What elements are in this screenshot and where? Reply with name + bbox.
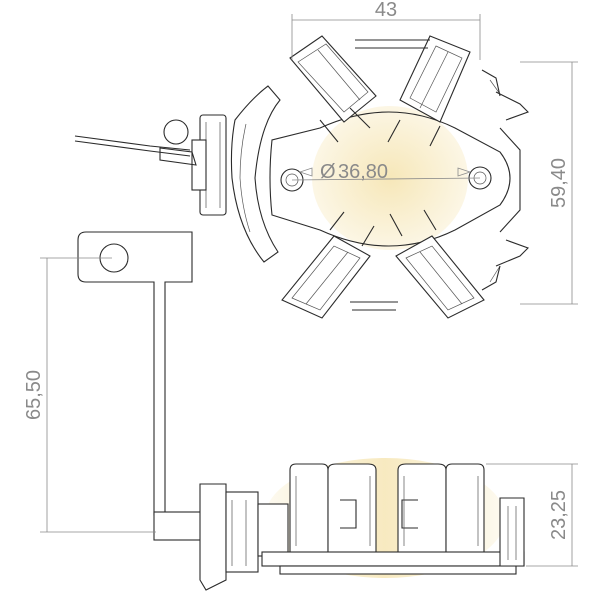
top-view bbox=[74, 35, 529, 319]
dimension-height-bottom-label: 23,25 bbox=[548, 490, 570, 540]
dimension-height-right: 59,40 bbox=[520, 61, 578, 305]
dimension-diameter: Ø 36,80 bbox=[298, 161, 472, 183]
diameter-symbol: Ø bbox=[320, 161, 336, 183]
brush-arm-bottom-left bbox=[281, 211, 375, 319]
side-brush-housing-left bbox=[289, 463, 377, 553]
right-spring-clip bbox=[481, 69, 529, 291]
central-plate bbox=[269, 111, 511, 247]
bottom-bridge bbox=[350, 301, 398, 311]
side-left-connector bbox=[199, 483, 289, 591]
side-brush-housing-right bbox=[397, 463, 485, 553]
dimension-height-left-label: 65,50 bbox=[23, 370, 45, 420]
left-terminal-block bbox=[191, 85, 281, 263]
dimension-diameter-label: 36,80 bbox=[338, 161, 388, 183]
brush-arm-top-right bbox=[387, 35, 471, 147]
brush-arm-bottom-right bbox=[389, 209, 485, 319]
side-right-clip bbox=[499, 497, 525, 567]
side-base-flange bbox=[279, 565, 517, 575]
brush-arm-top-left bbox=[289, 35, 377, 143]
dimension-height-left: 65,50 bbox=[23, 257, 156, 533]
hole-centerline bbox=[291, 177, 481, 181]
dimension-width-top-label: 43 bbox=[375, 0, 397, 21]
side-view bbox=[77, 231, 525, 591]
hub-highlight bbox=[312, 106, 468, 250]
dimension-height-bottom: 23,25 bbox=[486, 463, 578, 567]
side-base-plate bbox=[261, 551, 525, 567]
dimension-height-right-label: 59,40 bbox=[548, 158, 570, 208]
dimension-width-top: 43 bbox=[291, 0, 481, 60]
lead-wire bbox=[74, 119, 197, 166]
terminal-lug bbox=[77, 231, 207, 541]
top-bridge bbox=[355, 39, 430, 49]
